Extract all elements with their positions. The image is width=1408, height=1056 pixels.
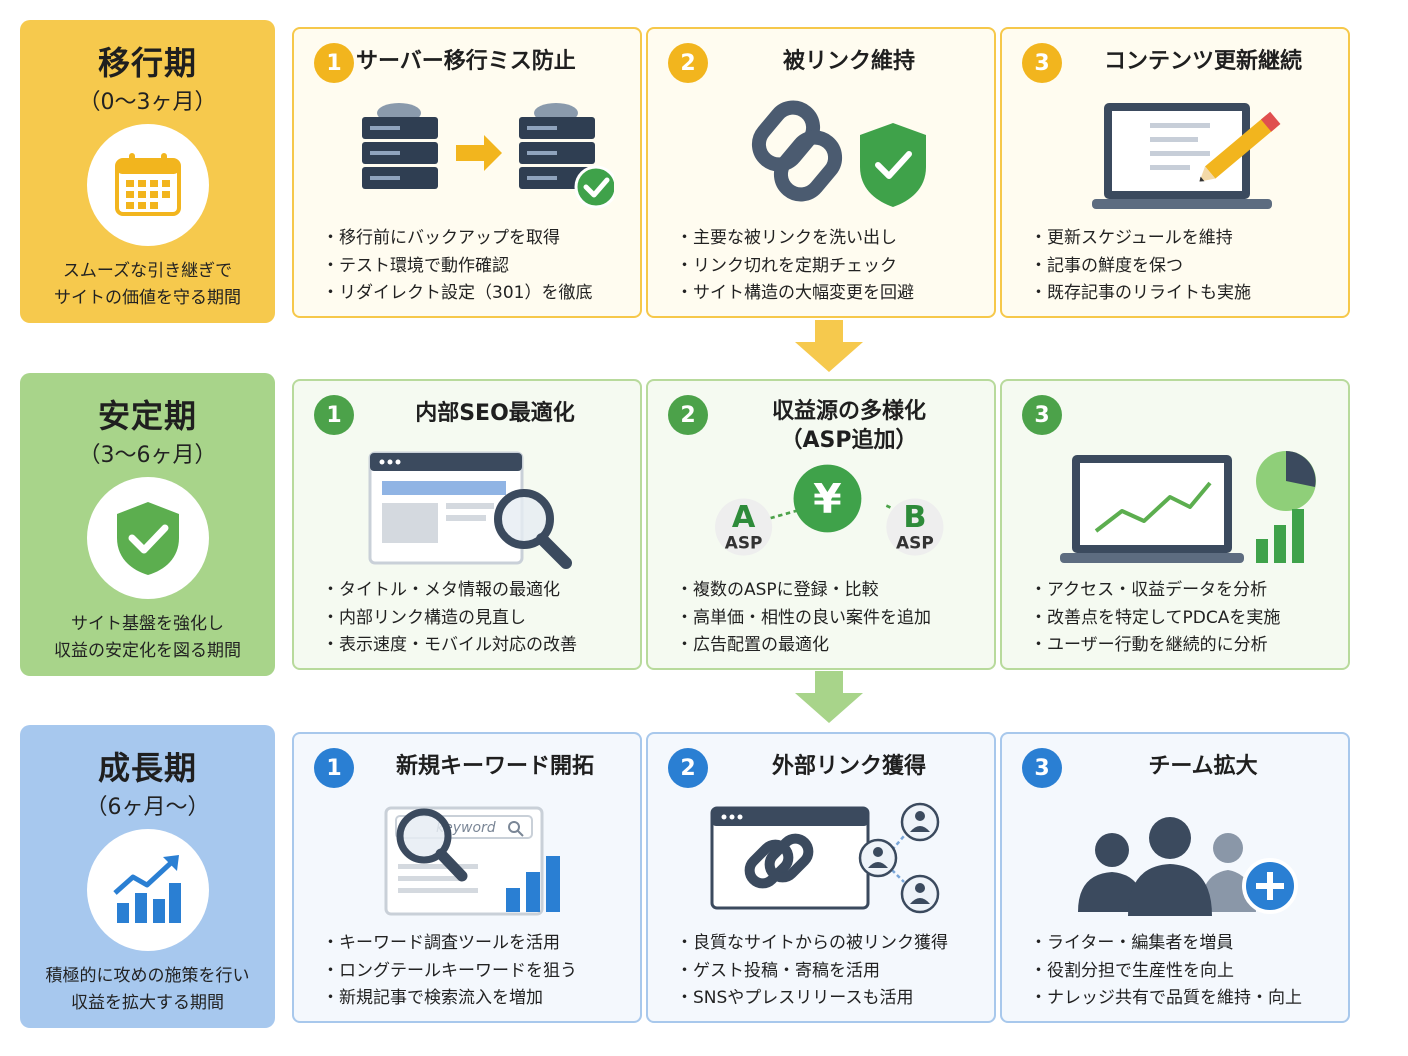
step-number-badge: 2 [668, 395, 708, 435]
card-title: 内部SEO最適化 [415, 401, 575, 426]
step-number-badge: 1 [314, 748, 354, 788]
backlink-network-icon [710, 802, 940, 914]
list-item: タイトル・メタ情報の最適化 [322, 577, 632, 605]
list-item: 新規記事で検索流入を増加 [322, 985, 632, 1013]
asp-b-letter: B [903, 500, 926, 535]
list-item: 複数のASPに登録・比較 [676, 577, 986, 605]
card-team-expansion: 3 チーム拡大 ライター・編集者を増員 役割分担で生産性を向上 ナレッジ共有で品… [1000, 732, 1350, 1023]
list-item: ライター・編集者を増員 [1030, 930, 1340, 958]
list-item: SNSやプレスリリースも活用 [676, 985, 986, 1013]
list-item: ナレッジ共有で品質を維持・向上 [1030, 985, 1340, 1013]
list-item: 内部リンク構造の見直し [322, 605, 632, 633]
asp-a-letter: A [732, 500, 756, 535]
card-item-list: ライター・編集者を増員 役割分担で生産性を向上 ナレッジ共有で品質を維持・向上 [1030, 930, 1340, 1013]
card-title: コンテンツ更新継続 [1103, 49, 1302, 74]
card-content-updates: 3 コンテンツ更新継続 更新スケジュールを維持 記事の鮮度を保つ 既存記事のリラ… [1000, 27, 1350, 318]
list-item: 更新スケジュールを維持 [1030, 225, 1340, 253]
card-title: サーバー移行ミス防止 [356, 49, 576, 74]
phase-period: （0〜3ヶ月） [78, 90, 217, 115]
list-item: 移行前にバックアップを取得 [322, 225, 632, 253]
list-item: テスト環境で動作確認 [322, 253, 632, 281]
calendar-icon [87, 124, 209, 246]
step-number-badge: 3 [1022, 395, 1062, 435]
card-title: 収益源の多様化 （ASP追加） [771, 399, 926, 453]
card-item-list: 更新スケジュールを維持 記事の鮮度を保つ 既存記事のリライトも実施 [1030, 225, 1340, 308]
analytics-laptop-icon [1060, 451, 1316, 563]
card-title: 外部リンク獲得 [771, 754, 926, 779]
phase-title: 成長期 [97, 749, 197, 787]
card-item-list: 複数のASPに登録・比較 高単価・相性の良い案件を追加 広告配置の最適化 [676, 577, 986, 660]
list-item: ゲスト投稿・寄稿を活用 [676, 958, 986, 986]
down-arrow-icon [795, 320, 863, 372]
laptop-pencil-icon [1092, 103, 1281, 209]
card-title: 被リンク維持 [782, 49, 915, 74]
card-item-list: タイトル・メタ情報の最適化 内部リンク構造の見直し 表示速度・モバイル対応の改善 [322, 577, 632, 660]
browser-magnifier-icon [368, 451, 572, 569]
list-item: 記事の鮮度を保つ [1030, 253, 1340, 281]
list-item: リンク切れを定期チェック [676, 253, 986, 281]
list-item: 既存記事のリライトも実施 [1030, 280, 1340, 308]
card-item-list: 主要な被リンクを洗い出し リンク切れを定期チェック サイト構造の大幅変更を回避 [676, 225, 986, 308]
asp-a-label: ASP [725, 532, 763, 552]
list-item: 良質なサイトからの被リンク獲得 [676, 930, 986, 958]
list-item: アクセス・収益データを分析 [1030, 577, 1340, 605]
step-number-badge: 3 [1022, 748, 1062, 788]
phase-panel-growth: 成長期 （6ヶ月〜） 積極的に攻めの施策を行い 収益を拡大する期間 [20, 725, 275, 1028]
asp-b-label: ASP [896, 532, 934, 552]
card-new-keywords: 1 新規キーワード開拓 keyword キーワード調査ツールを活用 ロングテール… [292, 732, 642, 1023]
server-migration-icon [362, 103, 614, 209]
list-item: 主要な被リンクを洗い出し [676, 225, 986, 253]
card-analytics: 3 アクセス・収益データを分析 改善点を特定してPDCAを実施 ユーザー行動を継… [1000, 379, 1350, 670]
card-item-list: キーワード調査ツールを活用 ロングテールキーワードを狙う 新規記事で検索流入を増… [322, 930, 632, 1013]
list-item: 表示速度・モバイル対応の改善 [322, 632, 632, 660]
growth-chart-icon [87, 829, 209, 951]
card-backlink-maintenance: 2 被リンク維持 主要な被リンクを洗い出し リンク切れを定期チェック サイト構造… [646, 27, 996, 318]
list-item: キーワード調査ツールを活用 [322, 930, 632, 958]
list-item: 役割分担で生産性を向上 [1030, 958, 1340, 986]
keyword-search-icon: keyword [384, 806, 560, 916]
list-item: 高単価・相性の良い案件を追加 [676, 605, 986, 633]
card-item-list: 移行前にバックアップを取得 テスト環境で動作確認 リダイレクト設定（301）を徹… [322, 225, 632, 308]
team-add-icon [1078, 817, 1298, 916]
card-item-list: アクセス・収益データを分析 改善点を特定してPDCAを実施 ユーザー行動を継続的… [1030, 577, 1340, 660]
card-title: 新規キーワード開拓 [395, 754, 594, 779]
phase-description: サイト基盤を強化し 収益の安定化を図る期間 [54, 614, 241, 661]
phase-period: （6ヶ月〜） [85, 795, 210, 820]
card-item-list: 良質なサイトからの被リンク獲得 ゲスト投稿・寄稿を活用 SNSやプレスリリースも… [676, 930, 986, 1013]
card-internal-seo: 1 内部SEO最適化 タイトル・メタ情報の最適化 内部リンク構造の見直し 表示速… [292, 379, 642, 670]
link-shield-icon [751, 100, 926, 207]
list-item: ロングテールキーワードを狙う [322, 958, 632, 986]
card-server-migration: 1 サーバー移行ミス防止 移行前にバックアップを取得 [292, 27, 642, 318]
shield-check-icon [87, 477, 209, 599]
phase-description: スムーズな引き継ぎで サイトの価値を守る期間 [54, 261, 241, 308]
card-title: チーム拡大 [1148, 754, 1258, 779]
phase-period: （3〜6ヶ月） [78, 443, 217, 468]
list-item: ユーザー行動を継続的に分析 [1030, 632, 1340, 660]
phase-title: 安定期 [97, 397, 197, 435]
list-item: 改善点を特定してPDCAを実施 [1030, 605, 1340, 633]
step-number-badge: 3 [1022, 43, 1062, 83]
phase-title: 移行期 [97, 44, 197, 82]
step-number-badge: 2 [668, 43, 708, 83]
phase-description: 積極的に攻めの施策を行い 収益を拡大する期間 [45, 966, 250, 1013]
card-external-links: 2 外部リンク獲得 [646, 732, 996, 1023]
card-revenue-diversification: 2 収益源の多様化 （ASP追加） ¥ A ASP B ASP 複数のASPに登… [646, 379, 996, 670]
list-item: 広告配置の最適化 [676, 632, 986, 660]
phase-panel-stable: 安定期 （3〜6ヶ月） サイト基盤を強化し 収益の安定化を図る期間 [20, 373, 275, 676]
step-number-badge: 1 [314, 395, 354, 435]
yen-asp-icon: ¥ A ASP B ASP [715, 464, 944, 556]
list-item: サイト構造の大幅変更を回避 [676, 280, 986, 308]
step-number-badge: 2 [668, 748, 708, 788]
phase-panel-transition: 移行期 （0〜3ヶ月） スムーズな引き継ぎで サイトの価値を守る期間 [20, 20, 275, 323]
yen-symbol: ¥ [813, 475, 842, 523]
down-arrow-icon [795, 671, 863, 723]
step-number-badge: 1 [314, 43, 354, 83]
list-item: リダイレクト設定（301）を徹底 [322, 280, 632, 308]
